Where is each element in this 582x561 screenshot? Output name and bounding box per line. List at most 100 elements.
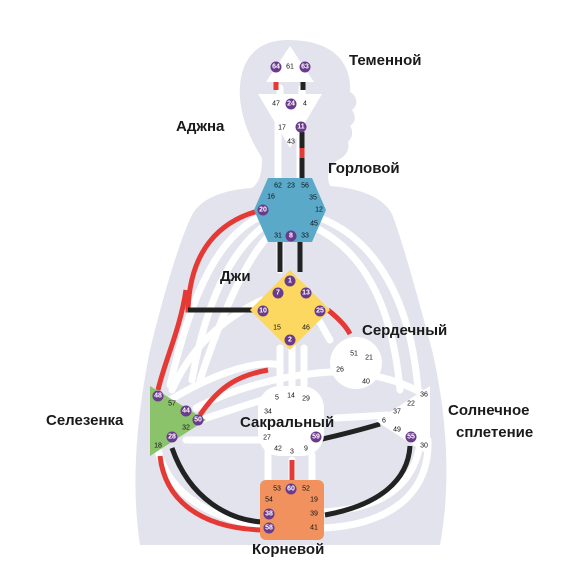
gate-36: 36 <box>420 392 428 399</box>
gate-25: 25 <box>314 305 326 317</box>
gate-number: 39 <box>310 511 318 518</box>
gate-43: 43 <box>287 139 295 146</box>
gate-number: 2 <box>288 337 292 344</box>
gate-number: 49 <box>393 427 401 434</box>
gate-number: 10 <box>259 308 267 315</box>
gate-15: 15 <box>273 325 281 332</box>
gate-53: 53 <box>273 486 281 493</box>
gate-number: 50 <box>194 417 202 424</box>
channel-black <box>317 421 381 443</box>
gate-number: 57 <box>168 401 176 408</box>
gate-number: 60 <box>287 486 295 493</box>
gate-63: 63 <box>299 61 311 73</box>
gate-number: 18 <box>154 443 162 450</box>
spleen-center <box>150 386 206 456</box>
gate-23: 23 <box>287 183 295 190</box>
channel-black <box>169 447 263 525</box>
channel-path <box>192 368 429 412</box>
gate-27: 27 <box>263 435 271 442</box>
gate-4: 4 <box>303 101 307 108</box>
gate-number: 41 <box>310 525 318 532</box>
channel-red <box>155 289 189 391</box>
gate-number: 53 <box>273 486 281 493</box>
gate-number: 44 <box>182 408 190 415</box>
gate-46: 46 <box>302 325 310 332</box>
gate-number: 38 <box>265 511 273 518</box>
channel-path <box>332 411 392 422</box>
sacral-label: Сакральный <box>240 414 335 431</box>
gate-34: 34 <box>264 409 272 416</box>
channel-red <box>157 455 263 533</box>
g-label: Джи <box>220 268 251 285</box>
gate-52: 52 <box>302 486 310 493</box>
gate-number: 17 <box>278 125 286 132</box>
gate-12: 12 <box>315 207 323 214</box>
gate-18: 18 <box>154 443 162 450</box>
gate-number: 16 <box>267 194 275 201</box>
gate-41: 41 <box>310 525 318 532</box>
gate-number: 13 <box>302 290 310 297</box>
gate-30: 30 <box>420 443 428 450</box>
gate-number: 33 <box>301 233 309 240</box>
gate-active-marker <box>257 204 269 216</box>
gate-number: 3 <box>290 449 294 456</box>
gate-active-marker <box>263 508 275 520</box>
gate-number: 4 <box>303 101 307 108</box>
gate-64: 64 <box>270 61 282 73</box>
gate-active-marker <box>257 305 269 317</box>
gate-51: 51 <box>350 351 358 358</box>
gate-22: 22 <box>407 401 415 408</box>
gate-number: 55 <box>407 434 415 441</box>
gate-number: 6 <box>382 418 386 425</box>
gate-57: 57 <box>168 401 176 408</box>
root-label: Корневой <box>252 541 325 558</box>
gate-active-marker <box>299 61 311 73</box>
gate-49: 49 <box>393 427 401 434</box>
sacral-center <box>258 386 324 456</box>
gate-active-marker <box>152 390 164 402</box>
gate-number: 45 <box>310 221 318 228</box>
gate-number: 1 <box>288 278 292 285</box>
gate-active-marker <box>405 431 417 443</box>
gate-number: 43 <box>287 139 295 146</box>
gate-active-marker <box>285 483 297 495</box>
solar-center <box>376 386 430 456</box>
throat-center <box>254 178 326 242</box>
gate-number: 56 <box>301 183 309 190</box>
gate-26: 26 <box>336 367 344 374</box>
gate-42: 42 <box>274 446 282 453</box>
gate-number: 5 <box>275 395 279 402</box>
gate-active-marker <box>300 287 312 299</box>
gate-number: 26 <box>336 367 344 374</box>
gate-number: 20 <box>259 207 267 214</box>
gate-number: 59 <box>312 434 320 441</box>
gate-active-marker <box>180 405 192 417</box>
gate-number: 63 <box>301 64 309 71</box>
gate-61: 61 <box>286 64 294 71</box>
gate-50: 50 <box>192 414 204 426</box>
gate-8: 8 <box>285 230 297 242</box>
gate-28: 28 <box>166 431 178 443</box>
gate-54: 54 <box>265 497 273 504</box>
gate-active-marker <box>166 431 178 443</box>
gate-20: 20 <box>257 204 269 216</box>
gate-number: 36 <box>420 392 428 399</box>
gate-56: 56 <box>301 183 309 190</box>
gate-number: 40 <box>362 379 370 386</box>
gate-16: 16 <box>267 194 275 201</box>
gate-59: 59 <box>310 431 322 443</box>
gate-11: 11 <box>295 121 307 133</box>
channel-black <box>324 445 413 518</box>
gate-58: 58 <box>263 522 275 534</box>
gate-active-marker <box>270 61 282 73</box>
gate-17: 17 <box>278 125 286 132</box>
solar-label-line2: сплетение <box>456 424 534 441</box>
gate-number: 7 <box>276 290 280 297</box>
gate-number: 11 <box>297 124 305 131</box>
gate-1: 1 <box>284 275 296 287</box>
gate-45: 45 <box>310 221 318 228</box>
gate-active-marker <box>285 98 297 110</box>
gate-32: 32 <box>182 425 190 432</box>
gate-55: 55 <box>405 431 417 443</box>
